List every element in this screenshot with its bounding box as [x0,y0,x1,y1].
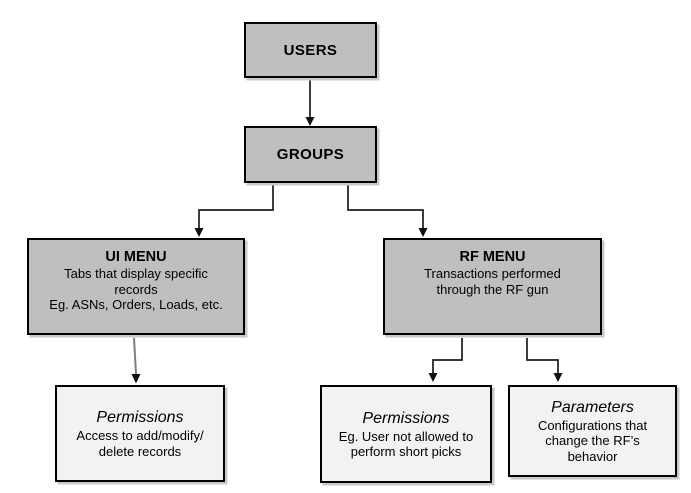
node-groups-title: GROUPS [276,146,345,163]
connector-users-to-groups [305,79,315,126]
node-ui-permissions-description: Access to add/modify/ delete records [76,428,204,459]
node-ui-menu-title: UI MENU [105,249,167,265]
connector-groups-to-ui-menu [194,184,274,237]
node-ui-menu-example: Eg. ASNs, Orders, Loads, etc. [49,297,223,312]
node-ui-permissions-title: Permissions [96,409,184,426]
connector-ui-menu-to-permissions [131,337,141,384]
connector-rf-menu-to-permissions [428,338,463,382]
connector-groups-to-rf-menu [347,184,428,237]
node-users: USERS [244,22,377,78]
node-ui-menu-description: Tabs that display specific records [64,266,208,297]
node-users-title: USERS [283,41,338,59]
node-rf-parameters-description: Configurations that change the RF’s beha… [537,417,648,464]
node-groups: GROUPS [244,126,377,183]
connector-rf-menu-to-parameters [526,338,563,382]
node-rf-parameters-title: Parameters [551,398,634,416]
node-rf-permissions-title: Permissions [362,409,450,427]
node-ui-permissions: Permissions Access to add/modify/ delete… [55,385,225,482]
node-ui-menu: UI MENU Tabs that display specific recor… [27,238,245,335]
node-rf-permissions-description: Eg. User not allowed to perform short pi… [338,428,474,460]
node-rf-permissions: Permissions Eg. User not allowed to perf… [320,385,492,483]
node-rf-menu-title: RF MENU [459,249,526,265]
node-rf-menu: RF MENU Transactions performed through t… [383,238,602,335]
node-rf-menu-description: Transactions performed through the RF gu… [424,266,561,297]
node-rf-parameters: Parameters Configurations that change th… [508,385,677,477]
